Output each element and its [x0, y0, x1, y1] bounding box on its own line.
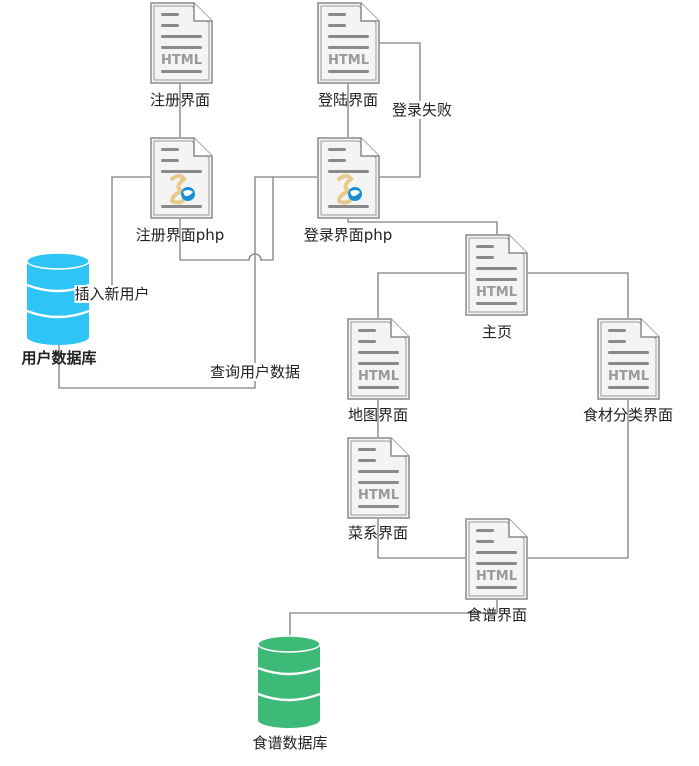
map-page-label: 地图界面: [347, 406, 409, 424]
login-page-html-badge: HTML: [328, 53, 369, 68]
edge-cuisine-to-recipe: [377, 519, 465, 559]
edge-login-php-to-home: [347, 219, 498, 234]
edge-home-to-map: [377, 272, 465, 318]
register-page-label: 注册界面: [149, 91, 211, 109]
register-page-html-icon[interactable]: [151, 3, 212, 83]
edge-ingredient-to-recipe: [528, 400, 629, 559]
map-page-html-badge: HTML: [358, 369, 399, 384]
query-user-label: 查询用户数据: [209, 363, 301, 381]
edge-register-php-to-login-php: [179, 176, 317, 261]
register-php-label: 注册界面php: [135, 226, 225, 244]
ingredient-page-html-icon[interactable]: [598, 319, 659, 399]
recipe-page-label: 食谱界面: [466, 606, 528, 624]
ingredient-page-html-badge: HTML: [608, 369, 649, 384]
login-page-label: 登陆界面: [317, 91, 379, 109]
home-page-html-icon[interactable]: [466, 235, 527, 315]
register-page-html-badge: HTML: [161, 53, 202, 68]
user-db-label: 用户数据库: [21, 349, 97, 367]
insert-user-label: 插入新用户: [74, 285, 150, 303]
login-page-html-icon[interactable]: [318, 3, 379, 83]
login-failed-label: 登录失败: [391, 101, 453, 119]
register-php-file-icon[interactable]: [151, 138, 212, 218]
cuisine-page-html-badge: HTML: [358, 488, 399, 503]
ingredient-page-label: 食材分类界面: [582, 406, 674, 424]
recipe-page-html-icon[interactable]: [466, 519, 527, 599]
edge-home-to-ingredient: [528, 272, 629, 318]
recipe-db-label: 食谱数据库: [252, 734, 328, 752]
recipe-database-icon[interactable]: [257, 635, 321, 728]
cuisine-page-label: 菜系界面: [347, 524, 409, 542]
recipe-page-html-badge: HTML: [476, 569, 517, 584]
home-page-html-badge: HTML: [476, 285, 517, 300]
cuisine-page-html-icon[interactable]: [348, 438, 409, 518]
connectors: [58, 42, 629, 640]
map-page-html-icon[interactable]: [348, 319, 409, 399]
edge-recipe-to-recipe-db: [289, 600, 498, 640]
login-php-file-icon[interactable]: [318, 138, 379, 218]
home-page-label: 主页: [481, 323, 513, 341]
edge-query-user: [58, 176, 273, 389]
login-php-label: 登录界面php: [303, 226, 393, 244]
